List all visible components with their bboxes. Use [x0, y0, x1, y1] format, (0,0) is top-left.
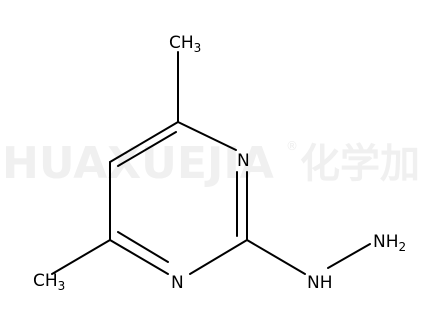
- bond-c6-n1-double: [117, 231, 169, 263]
- bond-c2-nh: [246, 239, 306, 275]
- bond-c4-c5: [109, 121, 179, 163]
- atom-label-nh: NH: [307, 273, 333, 293]
- atom-label-n-ring-right: N: [237, 151, 250, 171]
- bond-nh-nh2: [327, 243, 371, 269]
- bond-n1-c2: [189, 239, 248, 275]
- watermark-registered-mark: ®: [286, 139, 298, 153]
- bond-n3-c4: [177, 121, 237, 151]
- atom-label-n-ring-bottom: N: [171, 273, 184, 293]
- atom-label-ch3-left: CH3: [33, 271, 65, 293]
- bond-c6-n1: [109, 239, 169, 275]
- atom-label-ch3-top: CH3: [169, 33, 201, 55]
- watermark-chinese: 化学加: [300, 141, 420, 187]
- bond-c6-methyl: [51, 239, 111, 275]
- atom-label-nh2: NH2: [373, 232, 406, 254]
- bond-c4-c5-double: [117, 131, 177, 167]
